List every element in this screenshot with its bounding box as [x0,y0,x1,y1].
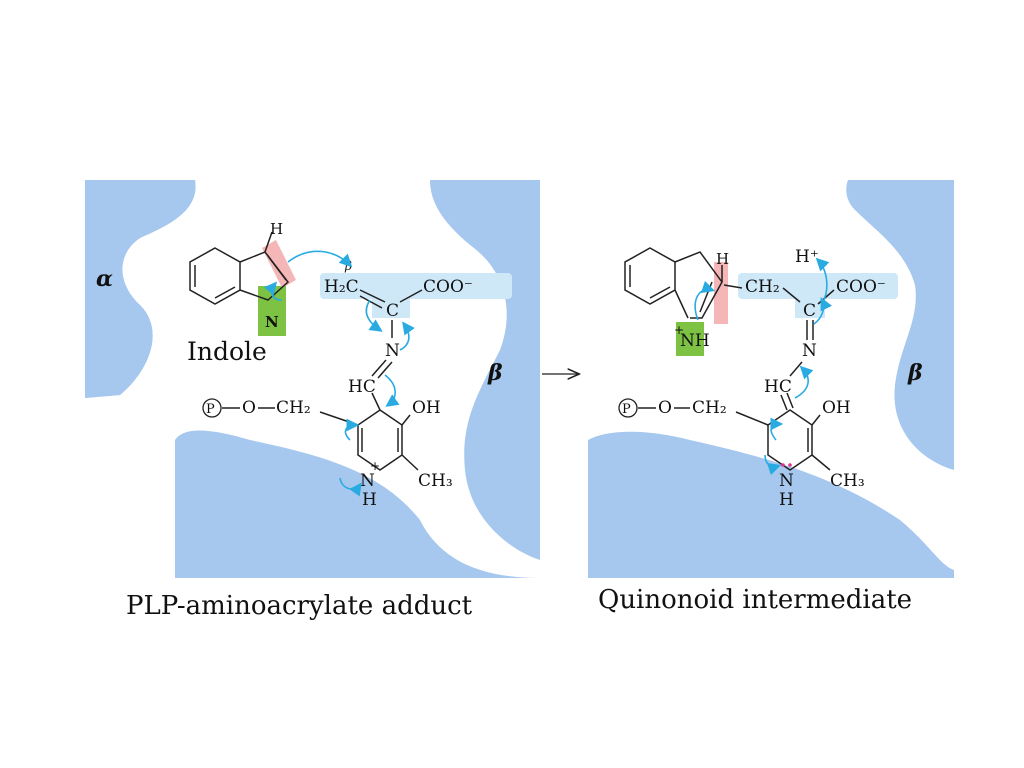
right-curved-arrow-3 [813,297,833,325]
right-curved-arrow-6 [764,454,782,476]
left-indole-bond-highlight [262,240,296,288]
left-curved-arrow-4 [399,321,415,351]
left-hc: HC [348,377,376,397]
indole-label: Indole [187,337,267,366]
right-n: N [802,341,817,361]
left-indole-h: H [270,220,283,238]
right-panel: H NH + CH₂ C COO⁻ H⁺ N HC P O CH₂ OH N H… [588,180,954,615]
right-proton: H⁺ [795,247,819,267]
left-beta-label: β [487,360,503,386]
left-coo: COO⁻ [423,277,473,297]
left-curved-arrow-5 [384,374,400,407]
right-ch3: CH₃ [830,471,865,491]
left-ch2: CH₂ [276,398,311,418]
right-ch2-link: CH₂ [745,277,780,297]
left-curved-arrow-6 [344,418,360,441]
right-c: C [803,301,816,321]
left-c: C [386,301,399,321]
right-o: O [658,398,672,418]
left-n: N [385,341,400,361]
right-indole-h: H [716,250,729,268]
left-h2c: H₂C [324,277,359,297]
left-curved-arrow-2 [263,281,283,301]
left-curved-arrow-1 [287,250,353,268]
left-caption: PLP-aminoacrylate adduct [126,591,473,621]
right-beta-label: β [907,360,923,386]
left-ring-n-charge: + [370,459,380,473]
left-ring-h: H [362,490,377,510]
left-enzyme-pocket [85,180,540,578]
left-phosphate: P [206,402,215,417]
right-curved-arrow-2 [815,257,830,301]
left-indole-structure [189,231,290,305]
right-indole-bond-highlight [714,262,728,324]
left-panel: H N Indole β H₂C C COO⁻ N HC P O CH₂ OH … [85,180,540,621]
left-alpha-label: α [96,266,113,292]
right-curved-arrow-1 [694,280,716,321]
right-indole-nh-charge: + [674,323,684,337]
right-caption: Quinonoid intermediate [598,585,912,615]
right-ch2: CH₂ [692,398,727,418]
right-oh: OH [822,398,851,418]
right-curved-arrow-5 [770,417,784,441]
right-aminoacrylate-highlight [738,273,898,299]
right-hc: HC [764,377,792,397]
left-o: O [242,398,256,418]
right-ring-n: N [779,471,794,491]
left-aminoacrylate-highlight [320,273,512,299]
left-ch3: CH₃ [418,471,453,491]
right-curved-arrow-4 [794,365,814,399]
right-coo: COO⁻ [836,277,886,297]
right-indole-nh: NH [680,331,710,351]
left-curved-arrow-7 [339,477,362,497]
right-phosphate: P [622,402,631,417]
left-curved-arrow-3 [365,299,383,332]
right-indole-nh-highlight [676,322,704,356]
left-ring-n: N [360,471,375,491]
right-ring-h: H [779,490,794,510]
left-oh: OH [412,398,441,418]
left-indole-n: N [265,313,279,331]
